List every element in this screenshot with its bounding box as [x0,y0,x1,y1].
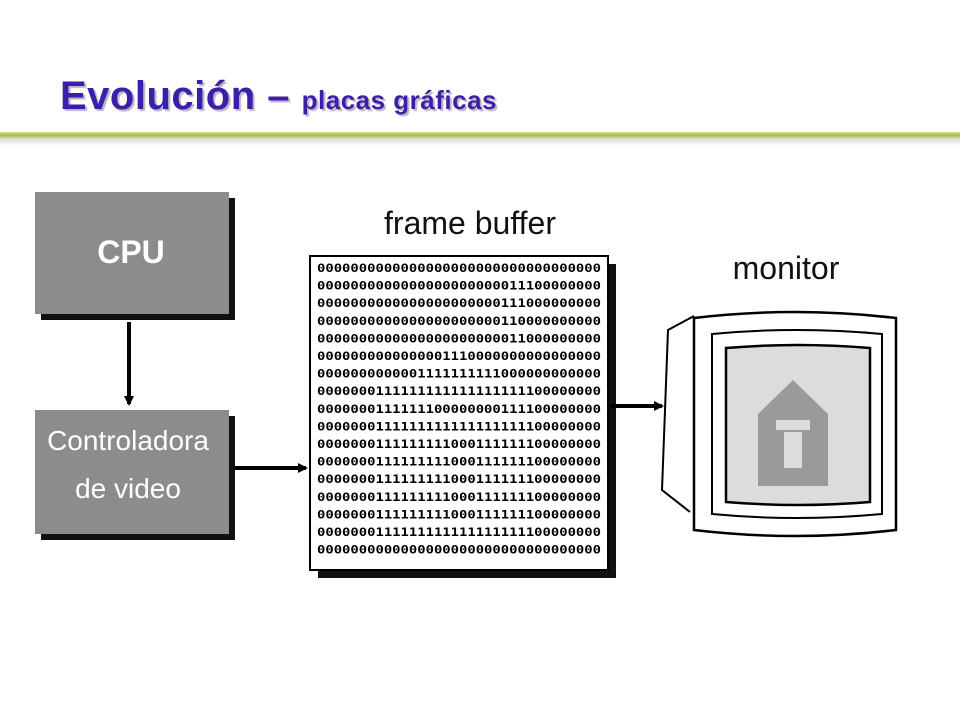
title-rule [0,132,960,138]
controller-label-line1: Controladora [47,425,209,456]
framebuffer-row: 0000000000000000000000110000000000 [317,314,601,328]
monitor-label: monitor [733,250,840,286]
cpu-box: CPU [35,192,235,320]
framebuffer-row: 0000000111111111000111111100000000 [317,490,601,504]
monitor-icon [660,310,898,538]
framebuffer-row: 0000000000000000000000000000000000 [317,261,601,275]
framebuffer-rows: 0000000000000000000000000000000000 000000… [317,261,601,557]
framebuffer-row: 0000000111111111000111111100000000 [317,455,601,469]
slide-title-main: Evolución – [60,74,290,118]
framebuffer-grid: 0000000000000000000000000000000000 000000… [309,255,616,578]
slide-title-sub: placas gráficas [301,85,498,115]
slide-title: Evolución – placas gráficas [60,74,497,119]
framebuffer-row: 0000000000000000000000011000000000 [317,331,601,345]
framebuffer-row: 0000000000000000000000011100000000 [317,279,601,293]
framebuffer-row: 0000000111111111111111111100000000 [317,525,601,539]
framebuffer-label: frame buffer [384,205,556,241]
house-icon [758,380,828,486]
video-controller-box: Controladora de video [35,410,235,540]
framebuffer-row: 0000000000000001110000000000000000 [317,349,601,363]
title-rule-shadow [0,138,960,146]
framebuffer-row: 0000000111111111111111111100000000 [317,384,601,398]
framebuffer-row: 0000000000001111111111000000000000 [317,367,601,381]
controller-label-line2: de video [75,473,181,504]
framebuffer-row: 0000000111111111000111111100000000 [317,437,601,451]
framebuffer-row: 0000000111111111111111111100000000 [317,419,601,433]
framebuffer-row: 0000000000000000000000111000000000 [317,296,601,310]
framebuffer-row: 0000000000000000000000000000000000 [317,543,601,557]
framebuffer-row: 0000000111111111000111111100000000 [317,507,601,521]
framebuffer-row: 0000000111111100000000111100000000 [317,402,601,416]
cpu-label: CPU [97,234,165,270]
framebuffer-row: 0000000111111111000111111100000000 [317,472,601,486]
